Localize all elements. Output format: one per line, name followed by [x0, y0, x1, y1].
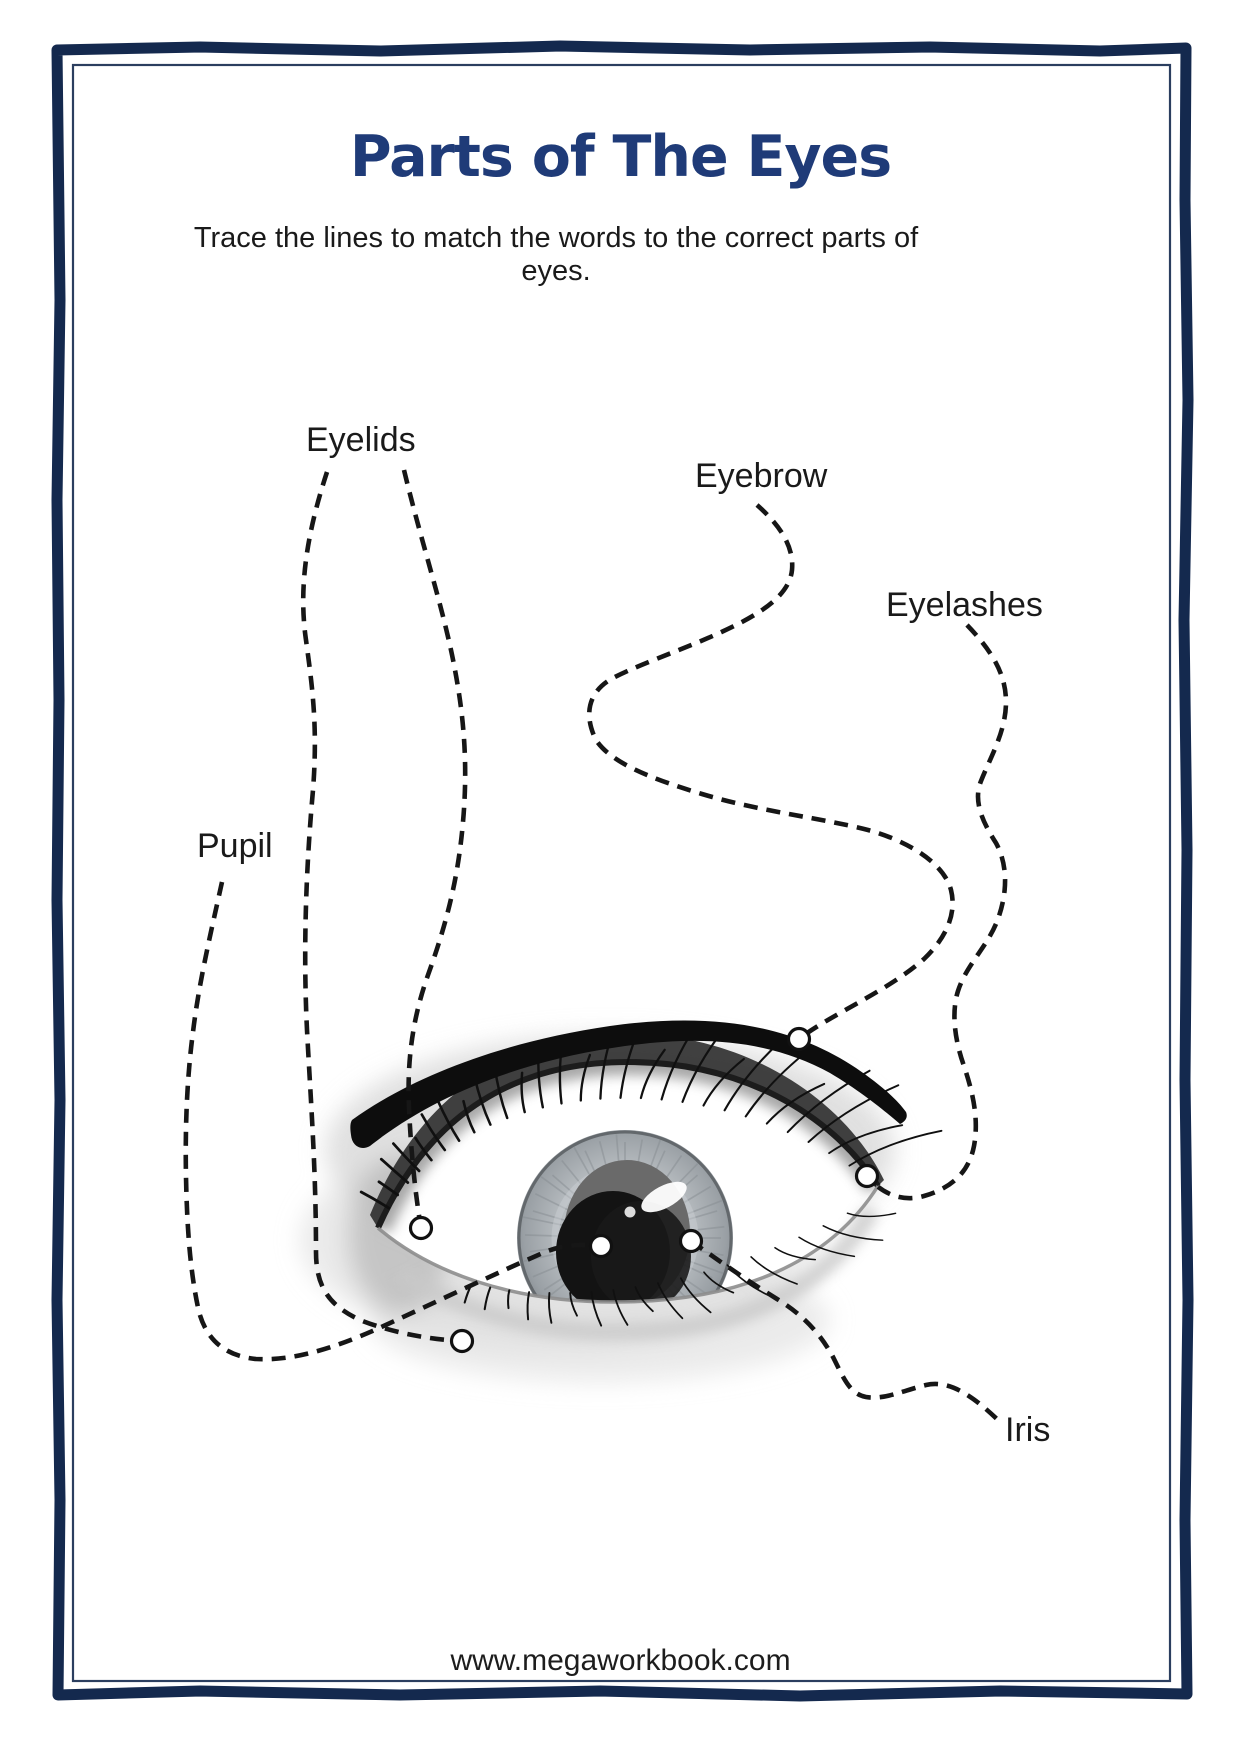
- lower-lid-shading: [395, 1205, 880, 1341]
- lower-lid-line: [376, 1185, 880, 1304]
- pupil-highlight-small: [624, 1206, 636, 1218]
- connection-dots: [408, 1026, 880, 1354]
- eye-illustration: [300, 1020, 943, 1382]
- label-eyelashes: Eyelashes: [886, 586, 1043, 624]
- eyebrow-shape: [350, 1020, 907, 1148]
- connection-dot-eyelashes: [854, 1163, 880, 1189]
- label-pupil: Pupil: [197, 827, 273, 865]
- page-subtitle: Trace the lines to match the words to th…: [193, 222, 919, 287]
- page-border-outer: [51, 40, 1194, 1702]
- trace-line-eyelashes: [865, 623, 1009, 1201]
- page-title: Parts of The Eyes: [349, 124, 892, 190]
- footer-url: www.megaworkbook.com: [450, 1644, 791, 1677]
- trace-lines: [183, 469, 1009, 1423]
- page-border-inner: [71, 63, 1172, 1683]
- label-eyebrow: Eyebrow: [695, 457, 828, 495]
- trace-line-eyelids-right: [401, 469, 468, 1229]
- trace-line-pupil: [183, 881, 602, 1362]
- label-iris: Iris: [1005, 1411, 1051, 1449]
- trace-line-iris: [689, 1239, 1001, 1423]
- connection-dot-eyelid-lower: [449, 1328, 475, 1354]
- pupil-shape: [556, 1160, 691, 1302]
- connection-dot-iris: [678, 1228, 704, 1254]
- page-border: [51, 40, 1194, 1702]
- connection-dot-pupil: [588, 1233, 614, 1259]
- pupil-highlight: [641, 1181, 687, 1213]
- connection-dot-eyebrow: [786, 1026, 812, 1052]
- label-eyelids: Eyelids: [306, 421, 416, 459]
- trace-line-eyelids-left: [300, 471, 463, 1344]
- connection-dot-eyelid-upper: [408, 1215, 434, 1241]
- iris-rim: [517, 1130, 733, 1302]
- trace-line-eyebrow: [586, 503, 955, 1041]
